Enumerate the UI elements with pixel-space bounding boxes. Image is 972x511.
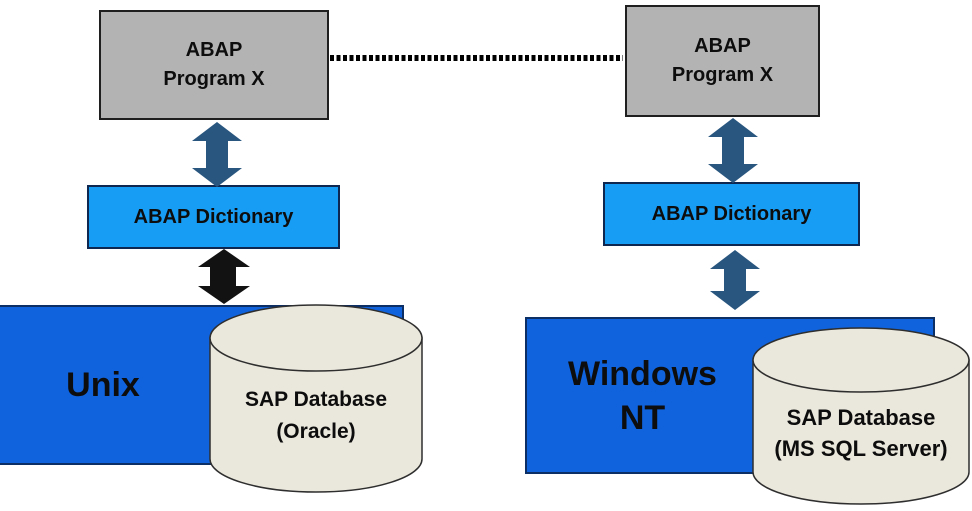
bidirectional-arrow-icon: [192, 122, 242, 187]
dictionary-box-left: ABAP Dictionary: [87, 185, 340, 249]
bidirectional-arrow-icon: [710, 250, 760, 310]
program-box-right: ABAP Program X: [625, 5, 820, 117]
database-cylinder-left-label: SAP Database (Oracle): [244, 388, 388, 443]
dictionary-box-right: ABAP Dictionary: [603, 182, 860, 246]
dictionary-box-left-label: ABAP Dictionary: [133, 205, 294, 228]
rfc-dotted-connector: [330, 55, 623, 61]
program-box-left-label: ABAP Program X: [163, 39, 265, 90]
database-cylinder-right-label: SAP Database (MS SQL Server): [774, 405, 948, 461]
dictionary-box-right-label: ABAP Dictionary: [651, 202, 812, 225]
program-box-right-label: ABAP Program X: [671, 35, 774, 86]
os-box-unix-label: Unix: [66, 366, 140, 404]
bidirectional-arrow-icon: [708, 118, 758, 183]
bidirectional-arrow-icon: [198, 249, 250, 304]
os-box-windows-nt-label: Windows NT: [568, 354, 717, 437]
program-box-left: ABAP Program X: [99, 10, 329, 120]
